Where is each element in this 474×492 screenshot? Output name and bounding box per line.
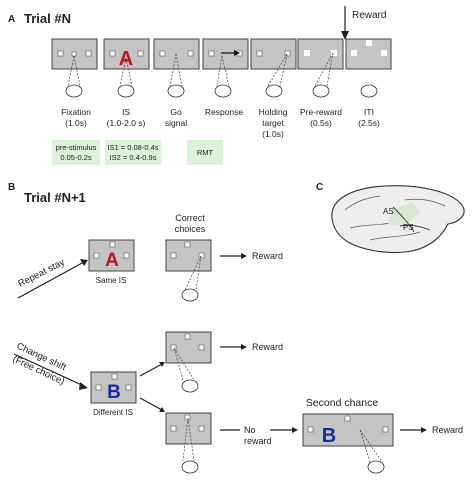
panel-b-title: Trial #N+1 <box>24 190 86 205</box>
correct-choices-line2: choices <box>175 224 206 234</box>
stimulus-letter-b: B <box>107 382 121 403</box>
rmt-label: RMT <box>197 148 214 157</box>
fixation-point <box>71 51 77 57</box>
is-timing-box <box>105 140 161 165</box>
stage-label-1: Pre-reward <box>300 107 342 117</box>
stage-label-1: Fixation <box>61 107 91 117</box>
second-chance-label: Second chance <box>306 397 379 409</box>
monkey-head-icon <box>360 84 378 98</box>
left-target <box>57 50 64 57</box>
stage-go: Go signal <box>153 38 200 128</box>
stimulus-letter-a-repeat: A <box>105 250 119 271</box>
stage-label-2: (0.5s) <box>310 118 332 128</box>
same-is-label: Same IS <box>96 276 127 285</box>
stage-label-3: (1.0s) <box>262 129 284 139</box>
monkey-head-icon <box>367 460 385 474</box>
panel-a-title: Trial #N <box>24 11 71 26</box>
stage-label-1: Holding <box>259 107 288 117</box>
stimulus-letter-b-second: B <box>322 425 336 447</box>
stage-response: Response <box>202 38 249 117</box>
monkey-head-icon <box>181 379 199 393</box>
stage-is: A IS (1.0-2.0 s) <box>103 38 150 128</box>
stage-label-2: signal <box>165 118 187 128</box>
prestimulus-box <box>52 140 100 165</box>
stage-label-2: target <box>262 118 284 128</box>
stage-label-2: (1.0-2.0 s) <box>107 118 146 128</box>
no-reward-line1: No <box>244 425 256 435</box>
stage-iti: ITI (2.5s) <box>345 38 392 128</box>
panel-b-letter: B <box>8 182 15 193</box>
monkey-head-icon <box>265 84 283 98</box>
different-is-label: Different IS <box>93 408 133 417</box>
monkey-head-icon <box>312 84 330 98</box>
stage-label-1: ITI <box>364 107 374 117</box>
arcuate-sulcus-label: AS <box>383 207 394 216</box>
monkey-head-icon <box>65 84 83 98</box>
stage-label-1: Response <box>205 107 244 117</box>
correct-choices-line1: Correct <box>175 213 205 223</box>
monkey-head-icon <box>181 460 199 474</box>
panel-a-letter: A <box>8 14 15 25</box>
reward-label-bottom: Reward <box>432 425 463 435</box>
is1-timing: IS1 = 0.08-0.4s <box>107 143 158 152</box>
stage-label-1: Go <box>170 107 182 117</box>
right-target <box>85 50 92 57</box>
reward-label-a: Reward <box>352 10 386 21</box>
repeat-stay-arrow <box>17 261 85 299</box>
stage-prereward: Pre-reward (0.5s) <box>297 38 344 128</box>
monkey-brain-icon <box>331 185 465 254</box>
stage-label-2: (2.5s) <box>358 118 380 128</box>
reward-arrow-head <box>341 31 349 40</box>
rmt-box <box>187 140 223 165</box>
monkey-head-icon <box>117 84 135 98</box>
monkey-head-icon <box>181 288 199 302</box>
reward-label-top: Reward <box>252 251 283 261</box>
reward-label-mid: Reward <box>252 342 283 352</box>
no-reward-line2: reward <box>244 436 272 446</box>
prestimulus-range: 0.05-0.2s <box>60 153 92 162</box>
monkey-head-icon <box>167 84 185 98</box>
principal-sulcus-label: PS <box>403 223 414 232</box>
panel-c-letter: C <box>316 182 323 193</box>
change-shift-arrow <box>13 353 85 387</box>
stage-label-2: (1.0s) <box>65 118 87 128</box>
is2-timing: IS2 = 0.4-0.9s <box>110 153 157 162</box>
monkey-head-icon <box>214 84 232 98</box>
prestimulus-label: pre-stimulus <box>56 143 97 152</box>
stage-label-1: IS <box>122 107 130 117</box>
stage-fixation: Fixation (1.0s) <box>51 38 98 128</box>
stage-holding: Holding target (1.0s) <box>250 38 297 139</box>
